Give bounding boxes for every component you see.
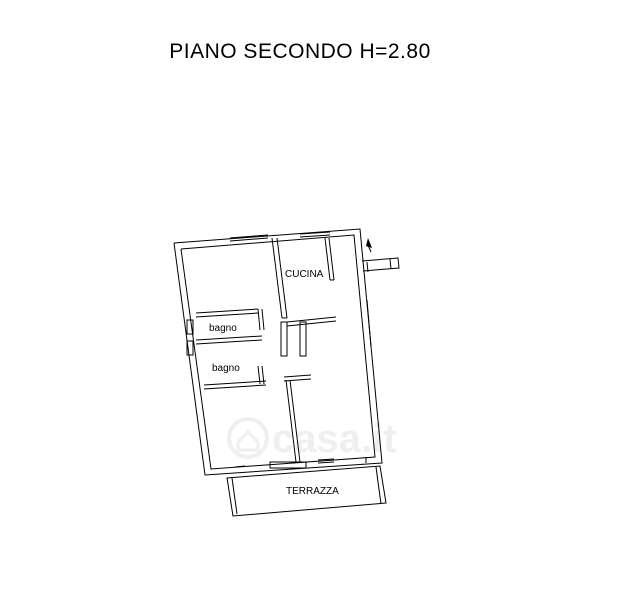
room-label-bathroom-1: bagno — [209, 323, 237, 334]
interior-wall — [283, 374, 312, 463]
room-label-bathroom-2: bagno — [212, 363, 240, 374]
window-top — [229, 231, 331, 242]
corridor-wall — [280, 316, 337, 357]
balcony-stub — [361, 257, 400, 348]
page-title: PIANO SECONDO H=2.80 — [169, 40, 431, 63]
door-terrace — [234, 457, 367, 469]
bathroom-wall-2 — [203, 365, 267, 390]
room-label-kitchen: CUCINA — [285, 269, 324, 280]
outer-wall — [173, 228, 383, 476]
bathroom-wall-1 — [186, 308, 265, 356]
kitchen-wall — [271, 237, 335, 319]
entrance-arrow-icon — [366, 238, 372, 253]
terrace-outline — [226, 465, 387, 517]
room-label-terrace: TERRAZZA — [286, 486, 339, 497]
